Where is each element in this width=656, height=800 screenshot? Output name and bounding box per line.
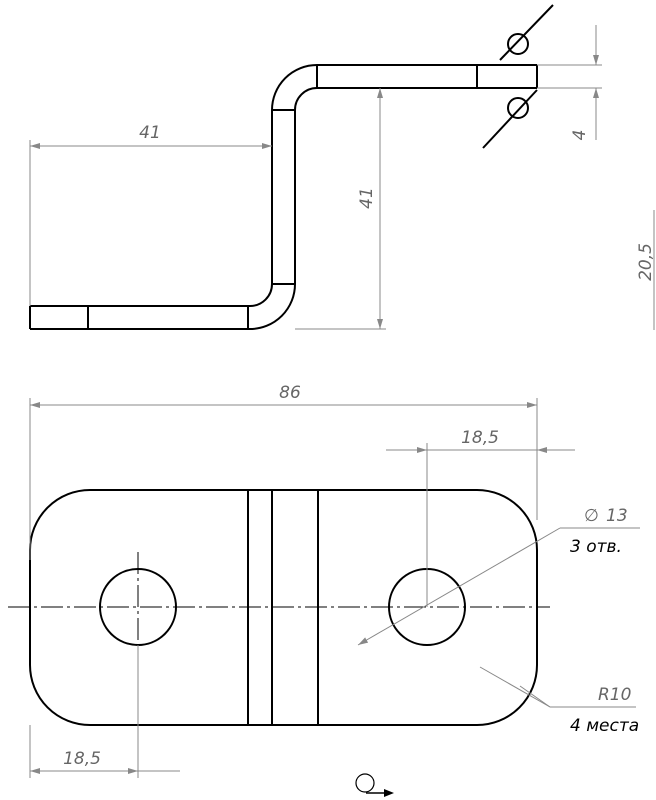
dim-label-vertical: 41 [357,187,377,209]
diameter-symbol: ∅ [584,506,599,526]
dim-label-hole-right: 18,5 [461,428,499,448]
dimension-vertical-41: 41 [295,88,386,330]
roller-bottom-icon [507,97,529,119]
dimension-horizontal-41: 41 [29,123,272,306]
dim-label-horizontal: 41 [139,123,161,143]
hole-count-note: 3 отв. [570,537,622,557]
dim-label-diameter: 13 [606,506,628,526]
dimension-total-height: 20,5 [636,210,656,330]
dim-label-hole-left: 18,5 [63,749,101,769]
dimension-length-86: 86 [29,383,538,560]
radius-count-note: 4 места [570,716,639,736]
thickness-dimension: 4 [482,4,602,149]
surface-finish-symbol-icon [355,773,394,797]
hole-diameter-callout: ∅ 13 3 отв. [357,506,640,646]
plan-view: 86 18,5 18,5 ∅ 13 3 отв. [8,383,640,778]
roller-top-icon [507,33,529,55]
dim-label-total-height: 20,5 [636,243,656,281]
dim-label-length: 86 [279,383,301,403]
radius-callout: R10 4 места [479,666,639,736]
bent-plate-profile [29,64,538,330]
dim-label-thickness: 4 [570,130,590,141]
side-view: 41 41 4 20,5 [29,4,656,330]
dimension-hole-left: 18,5 [29,645,180,778]
dimension-hole-right: 18,5 [386,428,575,607]
dim-label-radius: R10 [598,685,631,705]
